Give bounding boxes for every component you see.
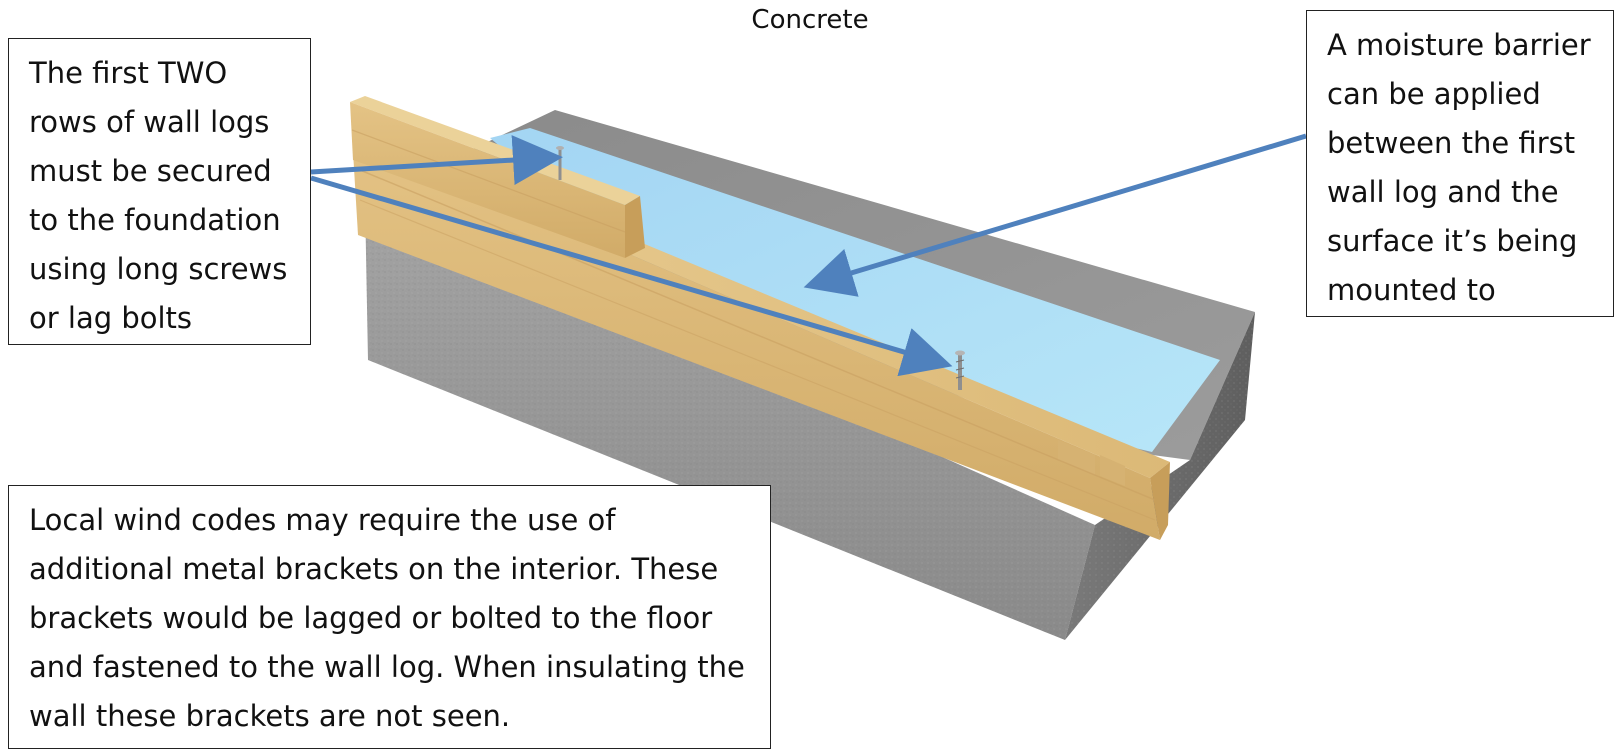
callout-secure-logs-text: The first TWO rows of wall logs must be … xyxy=(29,56,288,335)
callout-moisture-barrier: A moisture barrier can be applied betwee… xyxy=(1306,10,1614,317)
wall-log-end xyxy=(1150,462,1170,540)
callout-secure-logs: The first TWO rows of wall logs must be … xyxy=(8,38,311,345)
diagram-title: Concrete xyxy=(751,5,869,35)
screw-lower xyxy=(955,350,965,390)
callout-moisture-barrier-text: A moisture barrier can be applied betwee… xyxy=(1327,28,1591,307)
callout-wind-codes: Local wind codes may require the use of … xyxy=(8,485,771,749)
callout-wind-codes-text: Local wind codes may require the use of … xyxy=(29,503,745,733)
